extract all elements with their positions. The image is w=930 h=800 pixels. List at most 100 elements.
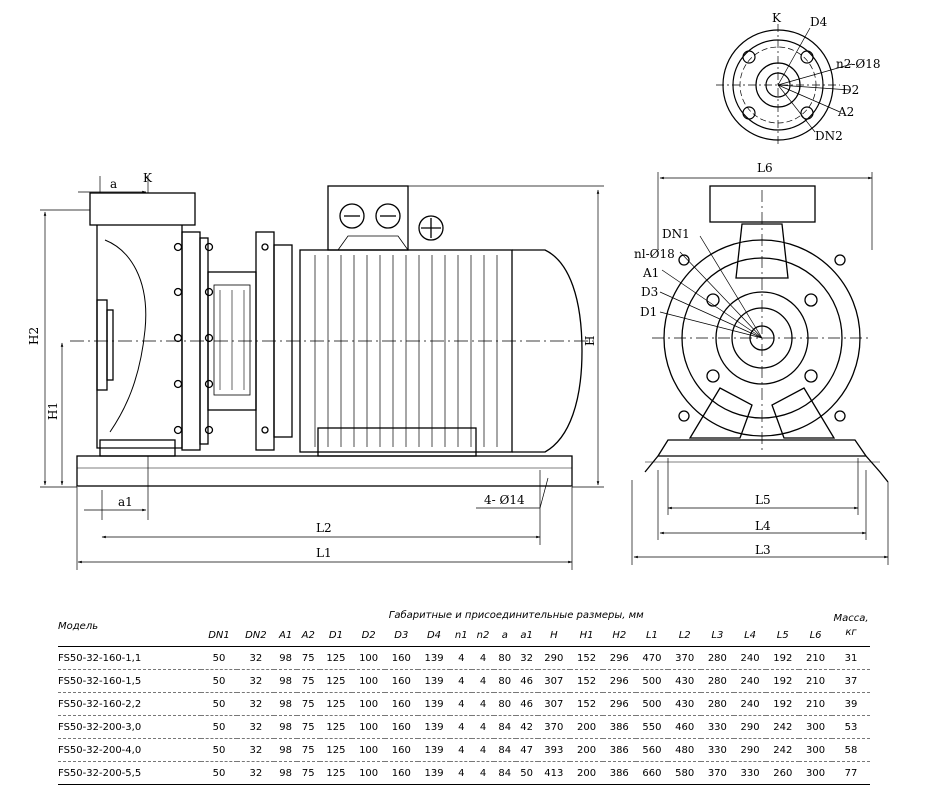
value-cell: 75 (296, 761, 320, 785)
value-cell: 84 (493, 715, 516, 739)
model-cell: FS50-32-200-5,5 (58, 761, 201, 785)
value-cell: 50 (515, 761, 538, 785)
value-cell: 50 (200, 738, 238, 762)
value-cell: 160 (384, 669, 418, 693)
value-cell: 50 (200, 646, 238, 670)
value-cell: 125 (319, 738, 353, 762)
column-header: DN1 (200, 624, 238, 647)
value-cell: 660 (635, 761, 669, 785)
value-cell: 100 (352, 738, 385, 762)
dimensions-table: Модель Габаритные и присоединительные ра… (58, 606, 870, 785)
value-cell: 46 (515, 692, 538, 716)
label-a: a (110, 177, 117, 191)
value-cell: 84 (493, 738, 516, 762)
value-cell: 550 (635, 715, 669, 739)
value-cell: 100 (352, 692, 385, 716)
value-cell: 4 (472, 669, 494, 693)
value-cell: 125 (319, 669, 353, 693)
value-cell: 280 (701, 692, 734, 716)
value-cell: 80 (493, 692, 516, 716)
value-cell: 290 (537, 646, 571, 670)
value-cell: 4 (450, 669, 473, 693)
value-cell: 98 (274, 761, 297, 785)
value-cell: 84 (493, 761, 516, 785)
value-cell: 260 (766, 761, 800, 785)
dimensions-group-header: Габаритные и присоединительные размеры, … (388, 609, 644, 621)
value-cell: 192 (766, 669, 800, 693)
value-cell: 210 (799, 669, 832, 693)
value-cell: 32 (515, 646, 538, 670)
column-header: H1 (570, 624, 603, 647)
column-header: H2 (602, 624, 636, 647)
column-header: A2 (296, 624, 320, 647)
column-header: D4 (417, 624, 451, 647)
value-cell: 152 (570, 669, 603, 693)
label-l4: L4 (755, 519, 771, 533)
column-header: H (537, 624, 571, 647)
value-cell: 98 (274, 669, 297, 693)
value-cell: 160 (384, 738, 418, 762)
value-cell: 370 (701, 761, 734, 785)
mass-cell: 58 (832, 738, 870, 762)
column-header: L3 (701, 624, 734, 647)
label-d1: D1 (640, 305, 657, 319)
value-cell: 370 (537, 715, 571, 739)
mass-cell: 77 (832, 761, 870, 785)
label-a1: a1 (118, 495, 133, 509)
value-cell: 4 (472, 646, 494, 670)
label-k-top: K (772, 11, 782, 25)
model-cell: FS50-32-160-1,1 (58, 646, 201, 670)
value-cell: 560 (635, 738, 669, 762)
value-cell: 42 (515, 715, 538, 739)
value-cell: 192 (766, 646, 800, 670)
value-cell: 4 (450, 646, 473, 670)
value-cell: 4 (472, 715, 494, 739)
value-cell: 200 (570, 738, 603, 762)
mass-cell: 37 (832, 669, 870, 693)
model-cell: FS50-32-200-4,0 (58, 738, 201, 762)
value-cell: 290 (733, 738, 767, 762)
value-cell: 32 (237, 669, 275, 693)
column-header: L5 (766, 624, 800, 647)
value-cell: 240 (733, 669, 767, 693)
value-cell: 330 (701, 738, 734, 762)
column-header: A1 (274, 624, 297, 647)
column-header: a (493, 624, 516, 647)
pump-side-view (70, 185, 598, 487)
value-cell: 210 (799, 692, 832, 716)
value-cell: 75 (296, 738, 320, 762)
value-cell: 240 (733, 646, 767, 670)
value-cell: 100 (352, 761, 385, 785)
label-h1: H1 (46, 402, 60, 420)
label-n2: n2-Ø18 (836, 57, 881, 71)
value-cell: 160 (384, 692, 418, 716)
model-cell: FS50-32-200-3,0 (58, 715, 201, 739)
value-cell: 480 (668, 738, 702, 762)
value-cell: 32 (237, 761, 275, 785)
mass-cell: 39 (832, 692, 870, 716)
value-cell: 386 (602, 738, 636, 762)
value-cell: 152 (570, 646, 603, 670)
value-cell: 75 (296, 715, 320, 739)
column-header: a1 (515, 624, 538, 647)
value-cell: 160 (384, 646, 418, 670)
value-cell: 290 (733, 715, 767, 739)
label-h: H (583, 336, 597, 346)
column-header: L4 (733, 624, 767, 647)
value-cell: 100 (352, 646, 385, 670)
value-cell: 200 (570, 761, 603, 785)
value-cell: 386 (602, 761, 636, 785)
value-cell: 139 (417, 646, 451, 670)
column-header: L1 (635, 624, 669, 647)
value-cell: 139 (417, 669, 451, 693)
value-cell: 75 (296, 692, 320, 716)
value-cell: 413 (537, 761, 571, 785)
mass-cell: 31 (832, 646, 870, 670)
model-cell: FS50-32-160-1,5 (58, 669, 201, 693)
value-cell: 296 (602, 669, 636, 693)
label-a2: A2 (837, 105, 854, 119)
